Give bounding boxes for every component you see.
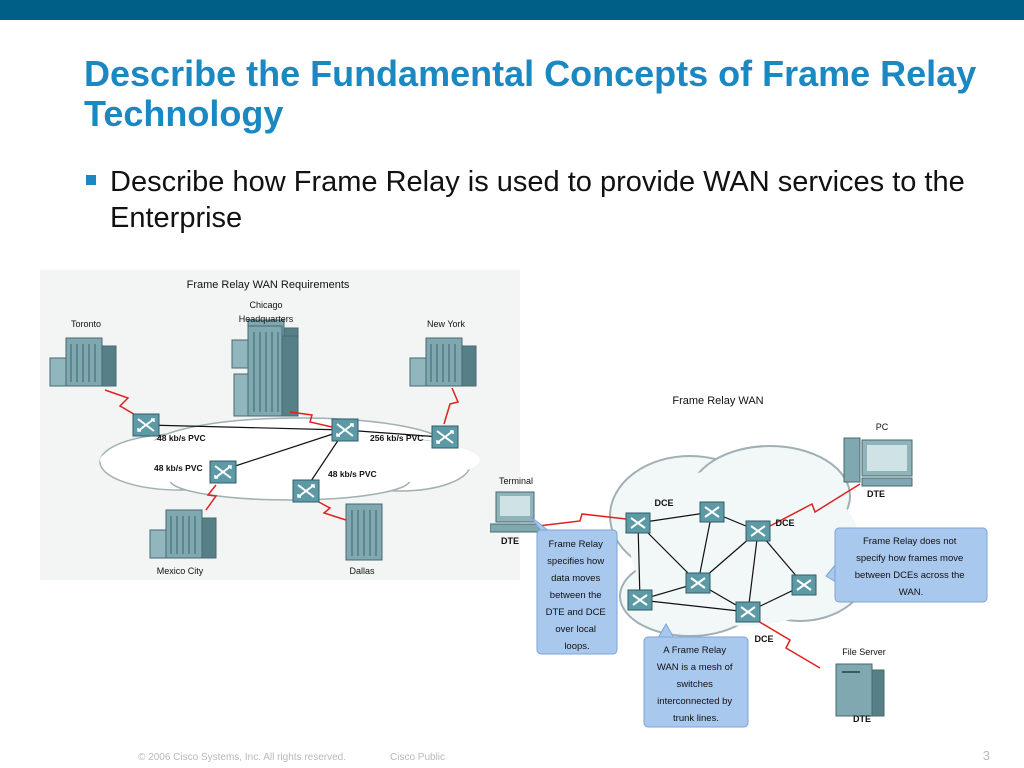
terminal-icon bbox=[490, 491, 541, 533]
wan-mesh-cloud bbox=[609, 445, 871, 637]
callout-local-loops: Frame Relay specifies how data moves bet… bbox=[529, 515, 618, 655]
dce-label-2: DCE bbox=[775, 518, 794, 528]
dce-label-1: DCE bbox=[654, 498, 673, 508]
callout-bottom-line: WAN is a mesh of bbox=[657, 662, 733, 673]
right-diagram-title: Frame Relay WAN bbox=[672, 395, 763, 407]
switch-icon-5 bbox=[627, 589, 653, 611]
top-banner bbox=[0, 0, 1024, 20]
svg-text:A Frame Relay WAN is a m: A Frame Relay WAN is a mesh of switches … bbox=[657, 645, 735, 724]
switch-icon-6 bbox=[791, 574, 817, 596]
callout-left-line: data moves bbox=[551, 573, 600, 584]
callout-left-line: specifies how bbox=[547, 556, 604, 567]
callout-left-line: loops. bbox=[564, 641, 589, 652]
toronto-label: Toronto bbox=[71, 319, 101, 329]
switch-icon-2 bbox=[699, 501, 725, 523]
bullet-text: Describe how Frame Relay is used to prov… bbox=[110, 166, 965, 234]
svg-text:Frame Relay specifies ho: Frame Relay specifies how data moves bet… bbox=[546, 539, 609, 652]
newyork-label: New York bbox=[427, 319, 466, 329]
slide-title: Describe the Fundamental Concepts of Fra… bbox=[84, 53, 977, 134]
switch-icon-3 bbox=[745, 520, 771, 542]
footer-classification: Cisco Public bbox=[390, 752, 446, 763]
file-server-dte-label: DTE bbox=[853, 714, 871, 724]
dallas-switch-icon bbox=[292, 479, 320, 503]
square-bullet-icon bbox=[86, 175, 96, 185]
dallas-building-icon bbox=[345, 503, 383, 561]
footer-copyright: © 2006 Cisco Systems, Inc. All rights re… bbox=[138, 752, 347, 763]
left-diagram-title: Frame Relay WAN Requirements bbox=[187, 279, 350, 291]
callout-right-line: specify how frames move bbox=[856, 553, 963, 564]
mexico-label: Mexico City bbox=[157, 566, 204, 576]
callout-bottom-line: switches bbox=[676, 679, 713, 690]
chicago-label-2: Headquarters bbox=[239, 314, 294, 324]
callout-left-line: DTE and DCE bbox=[546, 607, 606, 618]
dallas-label: Dallas bbox=[349, 566, 375, 576]
callout-left-line: between the bbox=[550, 590, 602, 601]
switch-icon-1 bbox=[625, 512, 651, 534]
terminal-label: Terminal bbox=[499, 476, 533, 486]
file-server-label: File Server bbox=[842, 647, 886, 657]
pc-dte-label: DTE bbox=[867, 489, 885, 499]
pvc-label-toronto: 48 kb/s PVC bbox=[157, 433, 206, 443]
frame-relay-requirements-diagram: Frame Relay WAN Requirements Toronto Chi… bbox=[40, 270, 520, 580]
callout-right-line: between DCEs across the bbox=[855, 570, 965, 581]
toronto-switch-icon bbox=[132, 413, 160, 437]
frame-relay-wan-diagram: Frame Relay WAN Terminal DTE PC bbox=[490, 395, 988, 728]
slide-number: 3 bbox=[982, 748, 990, 763]
callout-mesh: A Frame Relay WAN is a mesh of switches … bbox=[643, 622, 749, 728]
pc-label: PC bbox=[876, 422, 889, 432]
pc-icon bbox=[843, 437, 913, 487]
callout-bottom-line: A Frame Relay bbox=[663, 645, 726, 656]
bullet-item: Describe how Frame Relay is used to prov… bbox=[86, 164, 966, 236]
switch-icon-7 bbox=[735, 601, 761, 623]
pvc-label-mexico: 48 kb/s PVC bbox=[154, 463, 203, 473]
chicago-tower bbox=[247, 325, 283, 417]
terminal-dte-label: DTE bbox=[501, 536, 519, 546]
pvc-label-newyork: 256 kb/s PVC bbox=[370, 433, 423, 443]
dce-label-3: DCE bbox=[754, 634, 773, 644]
chicago-switch-icon bbox=[331, 418, 359, 442]
callout-dce-transport: Frame Relay does not specify how frames … bbox=[825, 527, 988, 603]
callout-bottom-line: interconnected by bbox=[657, 696, 732, 707]
callout-bottom-line: trunk lines. bbox=[673, 713, 719, 724]
callout-right-line: Frame Relay does not bbox=[863, 536, 957, 547]
callout-right-line: WAN. bbox=[899, 587, 923, 598]
chicago-label-1: Chicago bbox=[249, 300, 282, 310]
file-server-icon bbox=[835, 663, 885, 717]
pvc-label-dallas: 48 kb/s PVC bbox=[328, 469, 377, 479]
newyork-switch-icon bbox=[431, 425, 459, 449]
svg-text:Frame Relay does not spe: Frame Relay does not specify how frames … bbox=[855, 536, 967, 598]
callout-left-line: over local bbox=[555, 624, 596, 635]
mexico-switch-icon bbox=[209, 460, 237, 484]
switch-icon-4 bbox=[685, 572, 711, 594]
callout-left-line: Frame Relay bbox=[548, 539, 603, 550]
